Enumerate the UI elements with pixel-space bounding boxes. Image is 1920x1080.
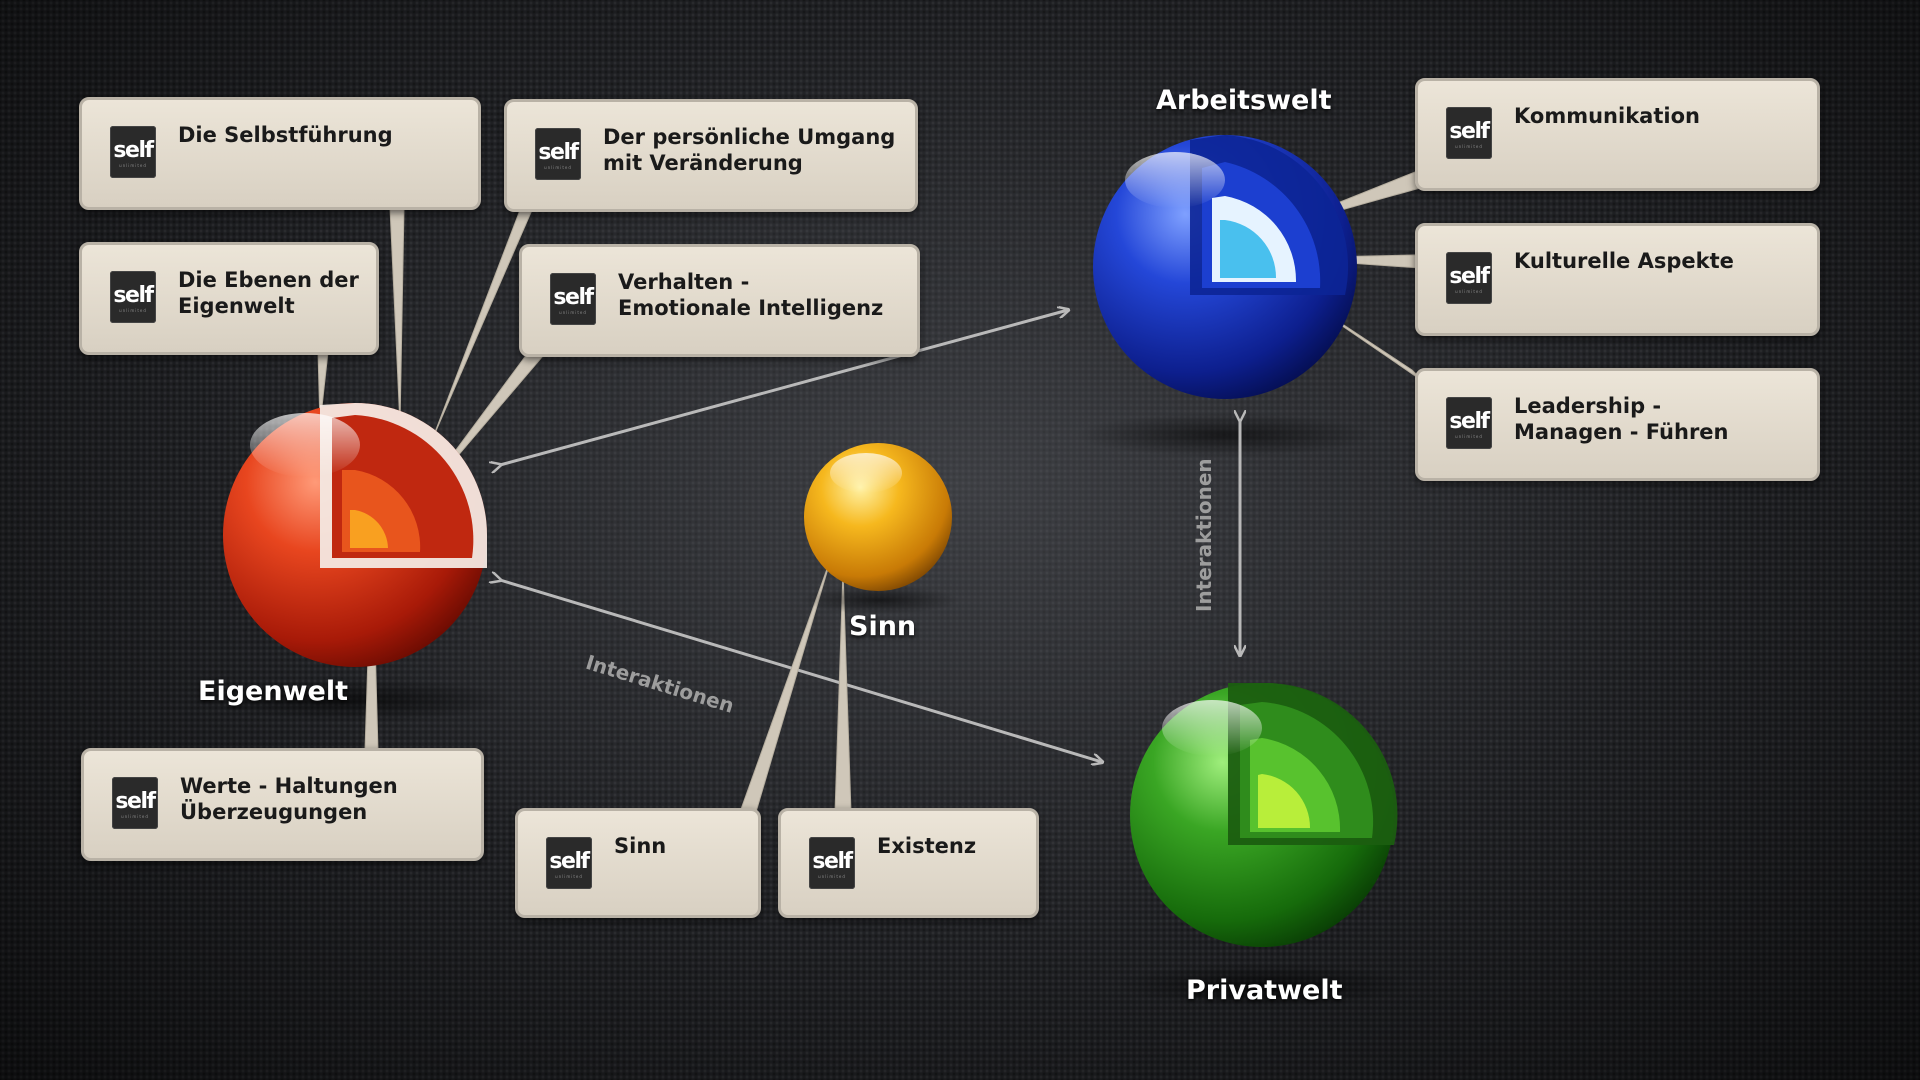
arrow-eigen-privat: [500, 580, 1102, 762]
box-text: Werte - Haltungen Überzeugungen: [180, 774, 398, 824]
box-text: Der persönliche Umgang mit Veränderung: [603, 125, 896, 175]
interaktionen-label-vertical: Interaktionen: [1192, 458, 1216, 612]
privatwelt-label: Privatwelt: [1186, 975, 1343, 1006]
eigenwelt-label: Eigenwelt: [198, 676, 348, 707]
arbeitswelt-label: Arbeitswelt: [1156, 85, 1332, 116]
eigenwelt-sphere: [223, 403, 487, 667]
privatwelt-shadow: [1115, 963, 1415, 1007]
privatwelt-sphere: [1130, 682, 1398, 947]
box-text: Kulturelle Aspekte: [1514, 249, 1734, 273]
sinn-label: Sinn: [849, 611, 917, 642]
pointer-selbstfuehrung: [389, 207, 405, 426]
interaction-arrows: [500, 310, 1240, 762]
box-text: Die Ebenen der Eigenwelt: [178, 268, 359, 318]
arbeitswelt-shadow: [1075, 413, 1375, 457]
box-text: Leadership - Managen - Führen: [1514, 394, 1729, 444]
box-text: Verhalten - Emotionale Intelligenz: [618, 270, 884, 320]
eigenwelt-shadow: [210, 678, 510, 722]
pointer-veraenderung: [431, 209, 533, 441]
arbeitswelt-sphere: [1093, 135, 1357, 399]
box-text: Sinn: [614, 834, 667, 858]
box-text: Kommunikation: [1514, 104, 1700, 128]
box-text: Die Selbstführung: [178, 123, 393, 147]
sinn-sphere: [800, 443, 960, 614]
box-text: Existenz: [877, 834, 977, 858]
connector-pointers: [317, 171, 1425, 813]
arrow-eigen-arbeit: [500, 310, 1068, 465]
